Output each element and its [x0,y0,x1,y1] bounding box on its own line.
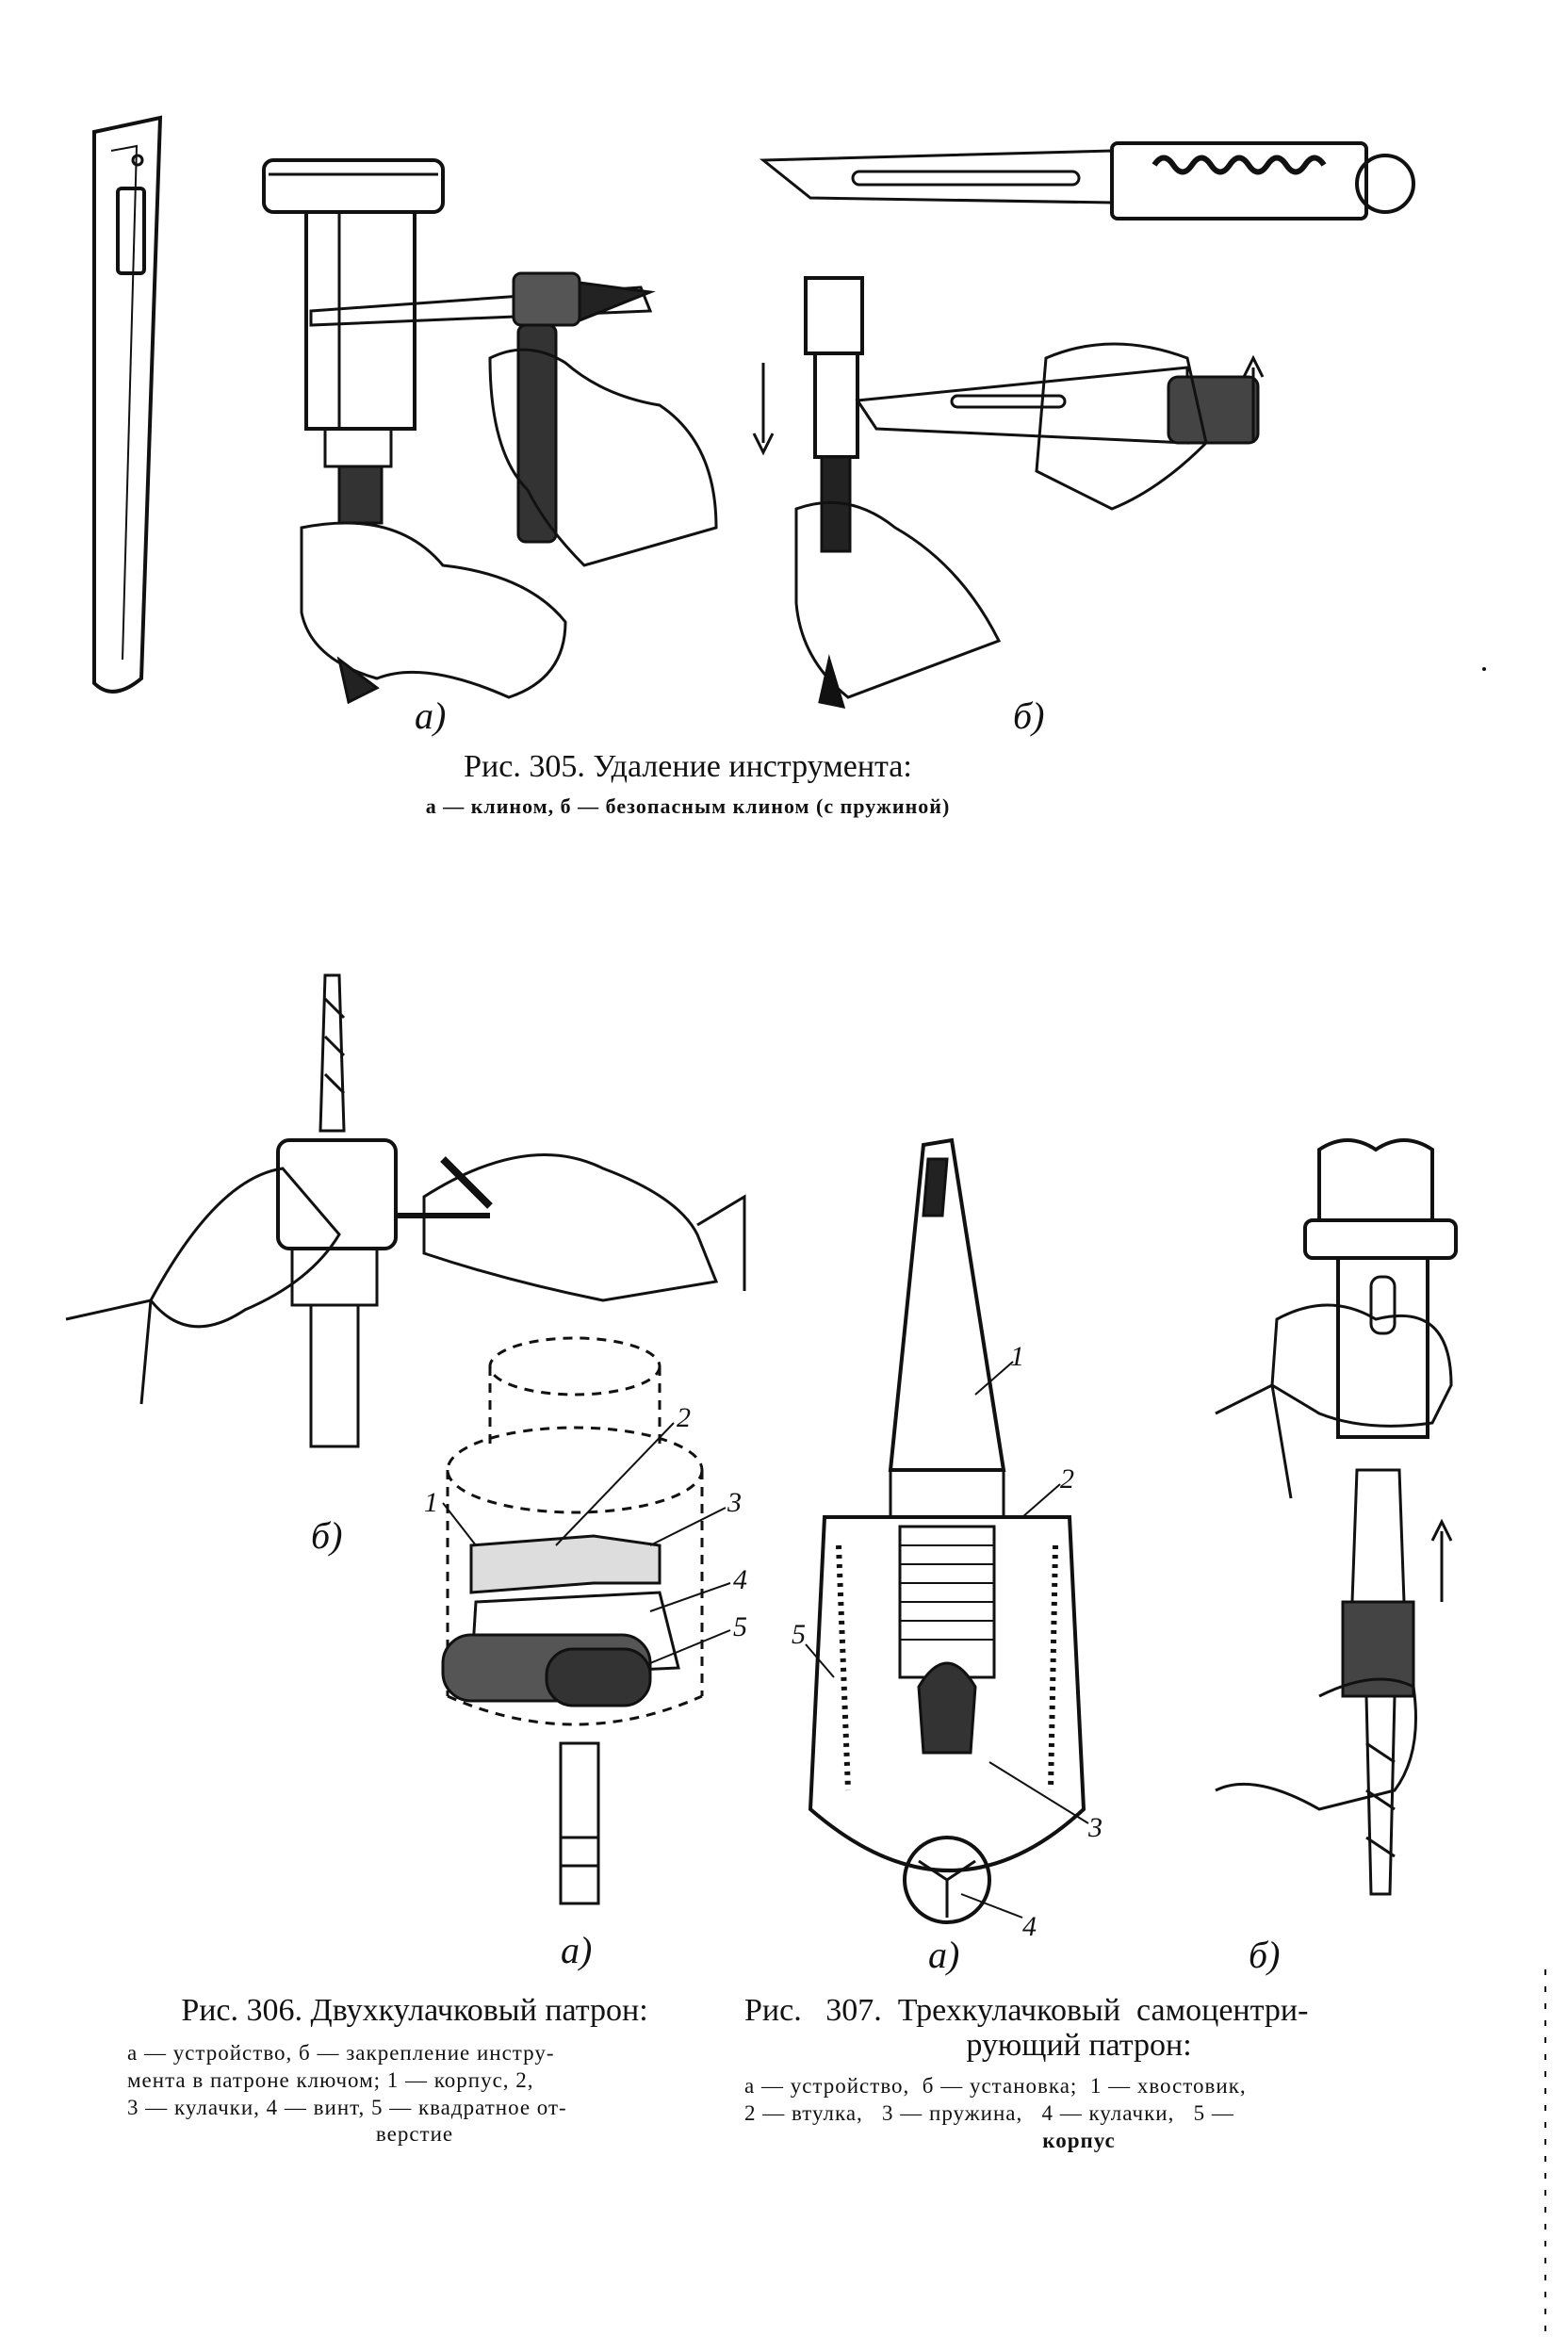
fig306-number-2: 2 [677,1402,691,1433]
fig306-desc-line: мента в патроне ключом; 1 — корпус, 2, [127,2067,534,2092]
fig307-number-2: 2 [1060,1463,1074,1494]
fig307-number-3: 3 [1088,1812,1102,1843]
fig305-description: а — клином, б — безопасным клином (с пру… [425,794,951,818]
three-jaw-chuck-illustration [805,1137,1089,1924]
fig306-number-4: 4 [733,1564,747,1595]
safety-wedge-illustration [759,141,1415,220]
fig306-number-1: 1 [424,1487,438,1518]
fig307-label-a: а) [928,1934,960,1976]
fig307-description: а — устройство, б — установка; 1 — хвост… [744,2073,1413,2154]
fig305-label-a: а) [415,694,447,737]
two-jaw-chuck-key-illustration [65,973,746,1448]
fig306-number-5: 5 [733,1611,747,1642]
fig307-desc-line: а — устройство, б — установка; 1 — хвост… [744,2074,1247,2098]
fig306-label-b: б) [311,1514,343,1557]
fig306-label-a: а) [561,1929,593,1971]
fig307-title-line: рующий патрон: [966,2028,1192,2064]
fig307-number-1: 1 [1010,1341,1024,1372]
fig306-number-3: 3 [727,1487,742,1518]
fig307-desc-line: корпус [1042,2128,1116,2152]
fig306-desc-line: верстие [375,2122,454,2147]
wedge-drift-illustration [92,115,163,694]
spindle-wedge-hammer-illustration [262,158,718,705]
fig307-title: Рис. 307. Трехкулачковый самоцентри- рую… [744,1993,1413,2064]
fig307-number-5: 5 [792,1619,806,1650]
two-jaw-chuck-cutaway-illustration [441,1336,731,1905]
fig305-label-b: б) [1013,694,1045,737]
fig307-label-b: б) [1249,1934,1281,1976]
fig307-desc-line: 2 — втулка, 3 — пружина, 4 — кулачки, 5 … [744,2100,1234,2125]
fig306-title: Рис. 306. Двухкулачковый патрон: [181,1993,648,2028]
fig305-title: Рис. 305. Удаление инструмента: [464,749,912,784]
fig306-description: а — устройство, б — закрепление инстру- … [127,2040,702,2148]
fig307-number-4: 4 [1022,1911,1037,1942]
fig306-desc-line: а — устройство, б — закрепление инстру- [127,2041,555,2065]
fig306-desc-line: 3 — кулачки, 4 — винт, 5 — квадратное от… [127,2095,567,2119]
fig307-title-line: Рис. 307. Трехкулачковый самоцентри- [744,1993,1309,2028]
safety-wedge-usage-illustration [752,276,1265,709]
three-jaw-chuck-install-illustration [1215,1138,1458,1896]
speck-mark [1482,667,1486,671]
